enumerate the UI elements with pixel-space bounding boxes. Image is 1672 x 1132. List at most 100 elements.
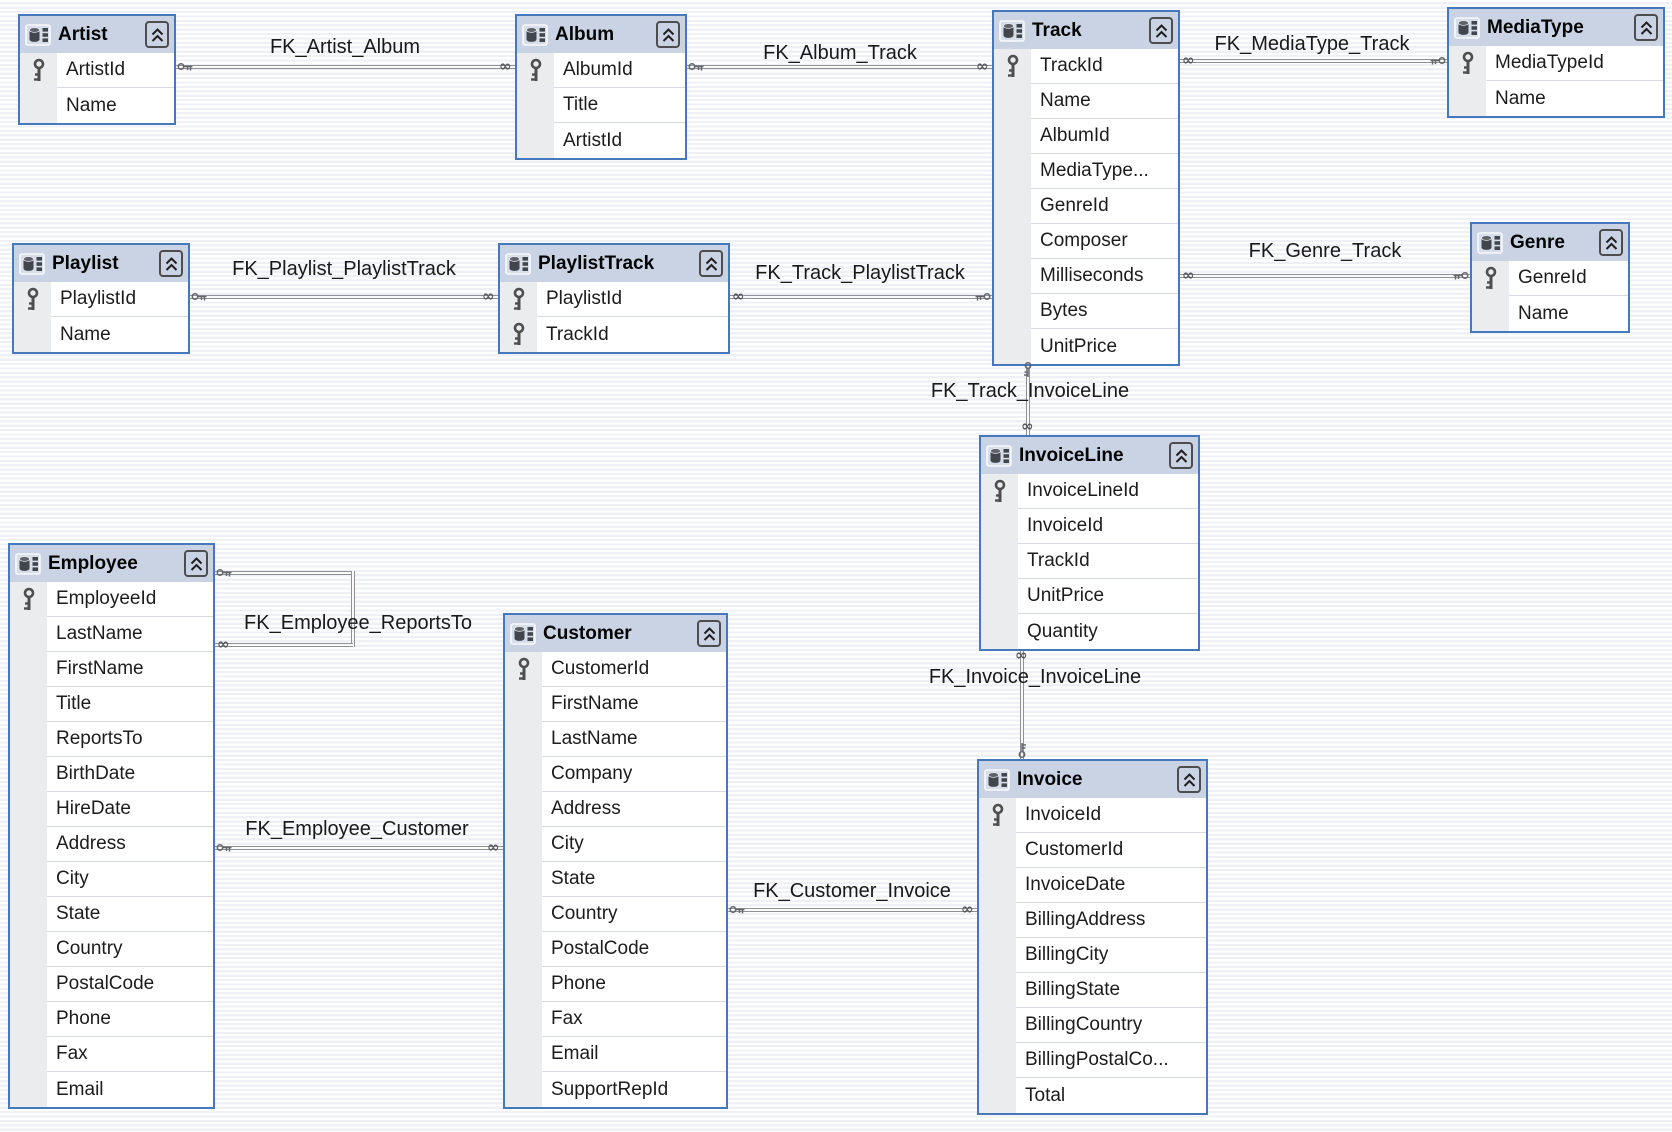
column-row[interactable]: TrackId bbox=[994, 49, 1178, 84]
column-row[interactable]: MediaTypeId bbox=[1449, 46, 1663, 81]
relationship-line[interactable] bbox=[730, 295, 992, 299]
relationship-line[interactable] bbox=[351, 571, 355, 647]
collapse-button[interactable] bbox=[145, 21, 169, 48]
table-header[interactable]: Genre bbox=[1472, 224, 1628, 261]
table-header[interactable]: Invoice bbox=[979, 761, 1206, 798]
relationship-line[interactable] bbox=[215, 846, 503, 850]
column-row[interactable]: BillingCountry bbox=[979, 1008, 1206, 1043]
column-row[interactable]: City bbox=[505, 827, 726, 862]
collapse-button[interactable] bbox=[697, 620, 721, 647]
column-row[interactable]: Total bbox=[979, 1078, 1206, 1113]
table-header[interactable]: Employee bbox=[10, 545, 213, 582]
collapse-button[interactable] bbox=[1634, 14, 1658, 41]
column-row[interactable]: BillingState bbox=[979, 973, 1206, 1008]
column-row[interactable]: Country bbox=[10, 932, 213, 967]
column-row[interactable]: UnitPrice bbox=[994, 329, 1178, 364]
relationship-line[interactable] bbox=[215, 571, 353, 575]
column-row[interactable]: Phone bbox=[505, 967, 726, 1002]
column-row[interactable]: ReportsTo bbox=[10, 722, 213, 757]
column-row[interactable]: Fax bbox=[505, 1002, 726, 1037]
relationship-line[interactable] bbox=[1180, 274, 1470, 278]
column-row[interactable]: Email bbox=[505, 1037, 726, 1072]
collapse-button[interactable] bbox=[699, 250, 723, 277]
column-row[interactable]: Address bbox=[10, 827, 213, 862]
column-row[interactable]: Name bbox=[1449, 81, 1663, 116]
column-row[interactable]: Title bbox=[517, 88, 685, 123]
collapse-button[interactable] bbox=[1149, 17, 1173, 44]
column-row[interactable]: Name bbox=[994, 84, 1178, 119]
column-row[interactable]: CustomerId bbox=[979, 833, 1206, 868]
column-row[interactable]: Email bbox=[10, 1072, 213, 1107]
column-row[interactable]: Name bbox=[1472, 296, 1628, 331]
column-row[interactable]: BillingAddress bbox=[979, 903, 1206, 938]
column-row[interactable]: TrackId bbox=[981, 544, 1198, 579]
table-header[interactable]: Playlist bbox=[14, 245, 188, 282]
relationship-label[interactable]: FK_Customer_Invoice bbox=[753, 880, 951, 902]
column-row[interactable]: InvoiceDate bbox=[979, 868, 1206, 903]
relationship-label[interactable]: FK_Employee_ReportsTo bbox=[244, 612, 472, 634]
column-row[interactable]: Name bbox=[14, 317, 188, 352]
column-row[interactable]: BillingCity bbox=[979, 938, 1206, 973]
table-header[interactable]: Track bbox=[994, 12, 1178, 49]
column-row[interactable]: InvoiceLineId bbox=[981, 474, 1198, 509]
collapse-button[interactable] bbox=[1177, 766, 1201, 793]
relationship-label[interactable]: FK_Track_InvoiceLine bbox=[930, 380, 1130, 402]
column-row[interactable]: State bbox=[10, 897, 213, 932]
table-header[interactable]: Artist bbox=[20, 16, 174, 53]
column-row[interactable]: LastName bbox=[505, 722, 726, 757]
column-row[interactable]: FirstName bbox=[10, 652, 213, 687]
column-row[interactable]: AlbumId bbox=[994, 119, 1178, 154]
relationship-line[interactable] bbox=[1020, 647, 1024, 759]
collapse-button[interactable] bbox=[184, 550, 208, 577]
column-row[interactable]: GenreId bbox=[1472, 261, 1628, 296]
column-row[interactable]: LastName bbox=[10, 617, 213, 652]
relationship-line[interactable] bbox=[687, 65, 992, 69]
column-row[interactable]: State bbox=[505, 862, 726, 897]
column-row[interactable]: Bytes bbox=[994, 294, 1178, 329]
relationship-label[interactable]: FK_MediaType_Track bbox=[1214, 33, 1410, 55]
table-header[interactable]: Album bbox=[517, 16, 685, 53]
column-row[interactable]: City bbox=[10, 862, 213, 897]
column-row[interactable]: BillingPostalCo... bbox=[979, 1043, 1206, 1078]
relationship-line[interactable] bbox=[215, 643, 353, 647]
column-row[interactable]: Composer bbox=[994, 224, 1178, 259]
collapse-button[interactable] bbox=[656, 21, 680, 48]
relationship-line[interactable] bbox=[176, 65, 515, 69]
column-row[interactable]: Milliseconds bbox=[994, 259, 1178, 294]
relationship-line[interactable] bbox=[728, 908, 977, 912]
relationship-line[interactable] bbox=[1026, 362, 1030, 435]
relationship-label[interactable]: FK_Genre_Track bbox=[1248, 240, 1402, 262]
table-header[interactable]: PlaylistTrack bbox=[500, 245, 728, 282]
column-row[interactable]: InvoiceId bbox=[981, 509, 1198, 544]
column-row[interactable]: SupportRepId bbox=[505, 1072, 726, 1107]
column-row[interactable]: PostalCode bbox=[10, 967, 213, 1002]
column-row[interactable]: ArtistId bbox=[20, 53, 174, 88]
collapse-button[interactable] bbox=[1169, 442, 1193, 469]
column-row[interactable]: CustomerId bbox=[505, 652, 726, 687]
relationship-label[interactable]: FK_Playlist_PlaylistTrack bbox=[232, 258, 456, 280]
column-row[interactable]: EmployeeId bbox=[10, 582, 213, 617]
collapse-button[interactable] bbox=[159, 250, 183, 277]
collapse-button[interactable] bbox=[1599, 229, 1623, 256]
column-row[interactable]: Title bbox=[10, 687, 213, 722]
column-row[interactable]: PostalCode bbox=[505, 932, 726, 967]
table-header[interactable]: Customer bbox=[505, 615, 726, 652]
column-row[interactable]: GenreId bbox=[994, 189, 1178, 224]
column-row[interactable]: HireDate bbox=[10, 792, 213, 827]
column-row[interactable]: Fax bbox=[10, 1037, 213, 1072]
column-row[interactable]: MediaType... bbox=[994, 154, 1178, 189]
table-header[interactable]: MediaType bbox=[1449, 9, 1663, 46]
column-row[interactable]: PlaylistId bbox=[14, 282, 188, 317]
column-row[interactable]: Phone bbox=[10, 1002, 213, 1037]
column-row[interactable]: TrackId bbox=[500, 317, 728, 352]
table-header[interactable]: InvoiceLine bbox=[981, 437, 1198, 474]
column-row[interactable]: PlaylistId bbox=[500, 282, 728, 317]
relationship-label[interactable]: FK_Invoice_InvoiceLine bbox=[928, 666, 1142, 688]
